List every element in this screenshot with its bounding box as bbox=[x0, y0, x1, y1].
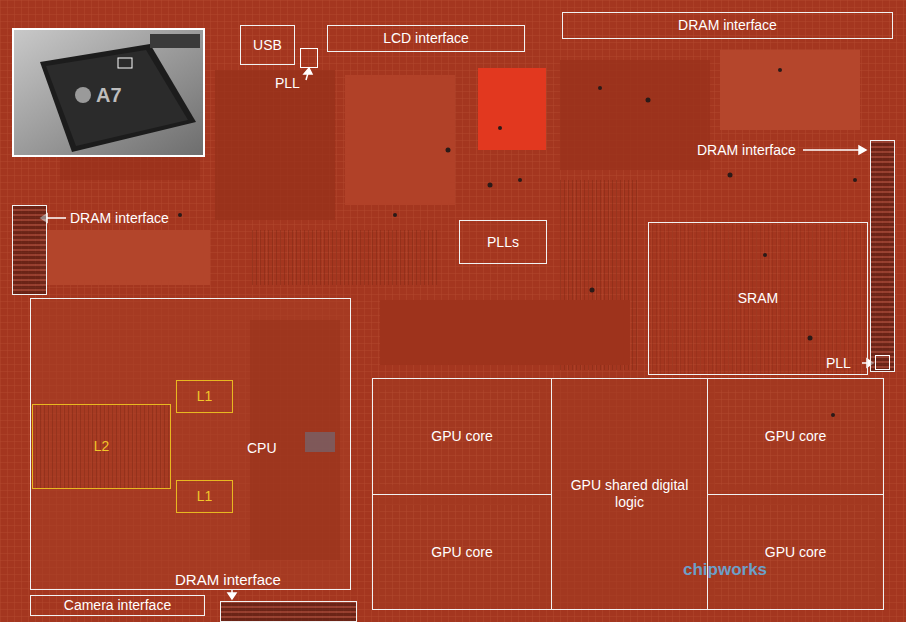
watermark: chipworks bbox=[683, 560, 767, 580]
block-name: L2 bbox=[94, 438, 110, 455]
cpu-block: CPUL1L2L1 bbox=[30, 298, 351, 590]
dram-interface-strip: DRAM interface bbox=[870, 140, 895, 372]
pll-block: PLL bbox=[300, 48, 318, 68]
block-label: PLL bbox=[826, 355, 851, 372]
gpu-core: GPU core bbox=[707, 378, 884, 495]
block-name: USB bbox=[253, 37, 282, 54]
l2-cache: L2 bbox=[32, 404, 171, 489]
block-name: PLLs bbox=[487, 234, 519, 251]
block-name: GPU core bbox=[431, 428, 492, 445]
block-name: GPU core bbox=[431, 544, 492, 561]
block-label: PLL bbox=[275, 75, 300, 92]
block-name: GPU core bbox=[765, 544, 826, 561]
block-name: DRAM interface bbox=[678, 17, 777, 34]
block-name: L1 bbox=[197, 388, 213, 405]
block-name: GPU core bbox=[765, 428, 826, 445]
dram-interface-strip: DRAM interface bbox=[220, 601, 357, 622]
block-label: CPU bbox=[247, 440, 277, 457]
block-name: Camera interface bbox=[64, 597, 171, 614]
pll-block: PLL bbox=[875, 355, 890, 370]
gpu-core: GPU core bbox=[372, 378, 552, 495]
pll-group: PLLs bbox=[459, 220, 547, 264]
gpu-core: GPU core bbox=[372, 494, 552, 610]
block-name: L1 bbox=[197, 488, 213, 505]
lcd-interface-block: LCD interface bbox=[327, 25, 525, 52]
block-name: SRAM bbox=[738, 290, 778, 307]
sram-block: SRAM bbox=[648, 222, 868, 375]
l1-cache: L1 bbox=[176, 380, 233, 413]
chip-marking: A7 bbox=[96, 84, 122, 107]
block-name: GPU shared digital logic bbox=[568, 477, 692, 511]
block-label: DRAM interface bbox=[697, 142, 796, 159]
gpu-core: GPU core bbox=[707, 494, 884, 610]
block-label: DRAM interface bbox=[70, 210, 169, 227]
dram-interface-strip: DRAM interface bbox=[12, 205, 47, 295]
camera-interface-block: Camera interface bbox=[30, 595, 205, 616]
block-name: LCD interface bbox=[383, 30, 469, 47]
usb-block: USB bbox=[240, 25, 295, 65]
dram-interface-block: DRAM interface bbox=[562, 12, 893, 39]
l1-cache: L1 bbox=[176, 480, 233, 513]
block-label: DRAM interface bbox=[175, 571, 281, 589]
